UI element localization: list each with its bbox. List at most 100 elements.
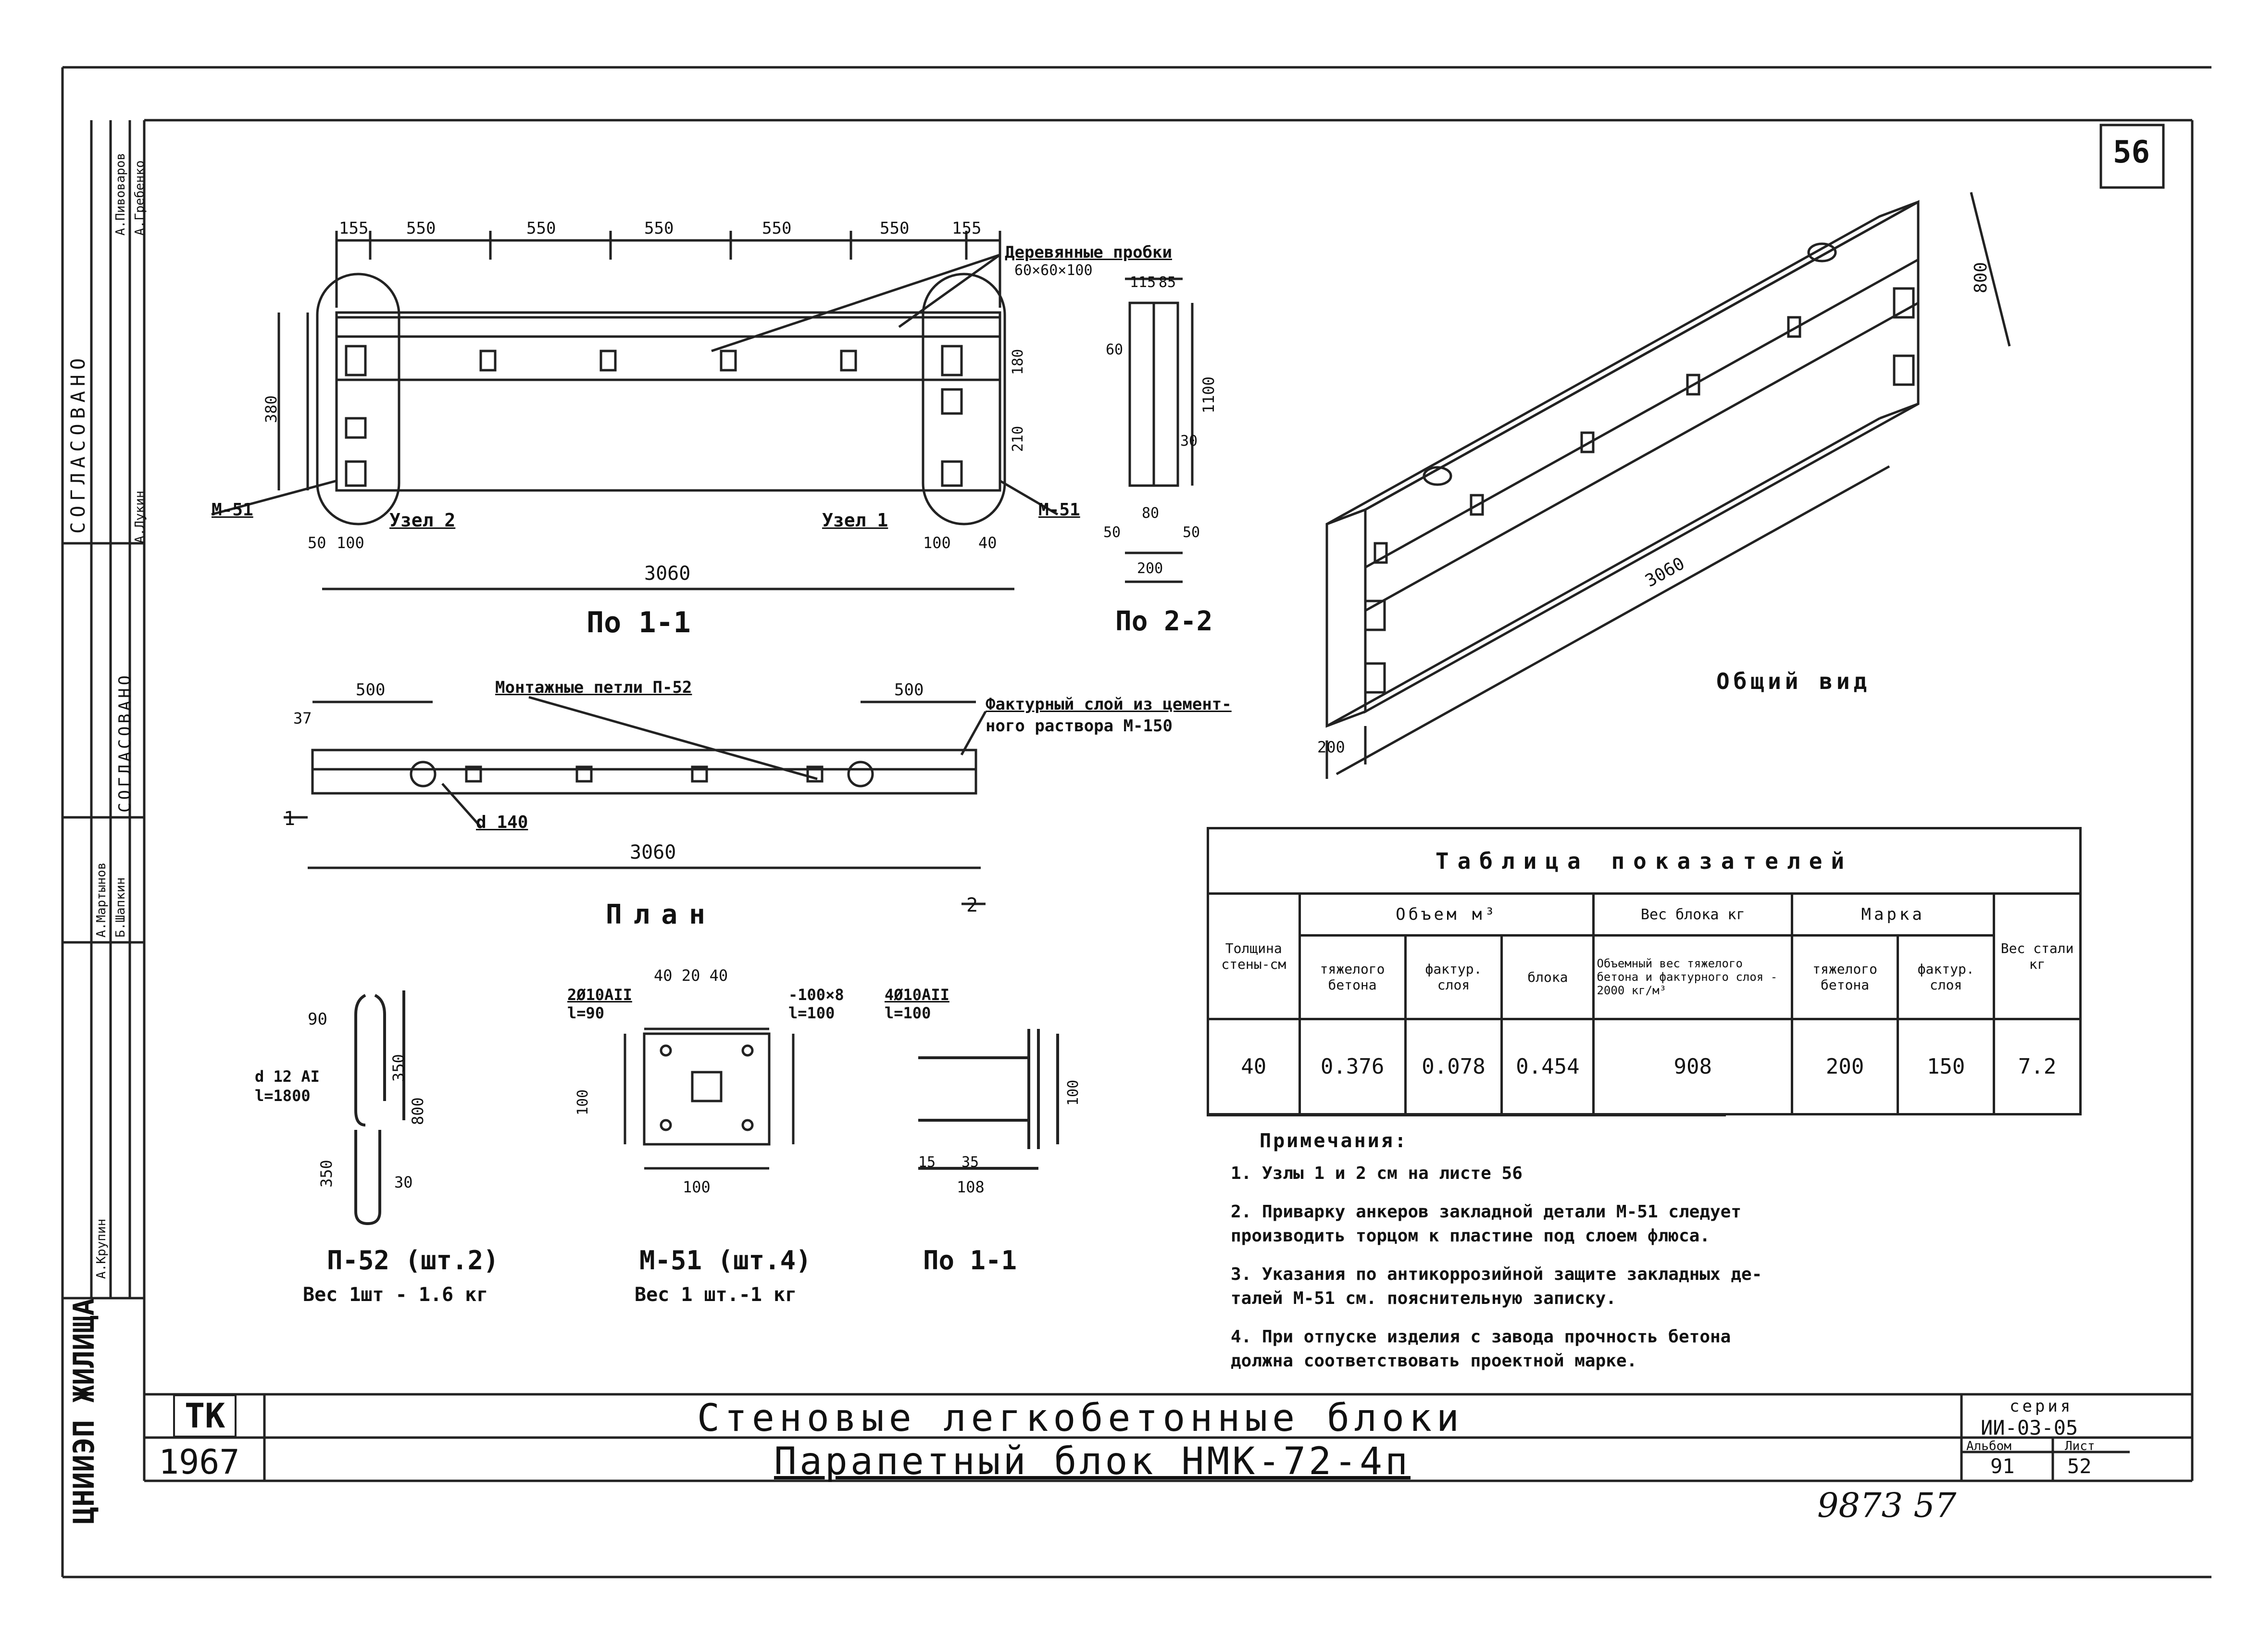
td-weight: 908 [1592,1017,1794,1116]
caption-plan: План [606,899,717,930]
plan-mark-2: 2 [966,894,978,916]
dim-50-left: 50 [308,534,326,552]
p52-weight: Вес 1шт - 1.6 кг [303,1284,488,1306]
tb-album-label: Альбом [1966,1439,2011,1453]
bottom-stamp: 9873 57 [1817,1486,1957,1525]
m51-weight: Вес 1 шт.-1 кг [635,1284,797,1306]
plan-diameter: d 140 [476,813,528,832]
m51-right-label: М-51 [1038,500,1080,520]
node-2-label: Узел 2 [389,510,456,531]
right-dim-210: 210 [1010,426,1026,452]
td-mark-facing: 150 [1897,1017,1996,1116]
m51-left-label: М-51 [212,500,253,520]
s11b-rebar-l: l=100 [885,1004,931,1022]
td-vol-facing: 0.078 [1404,1017,1503,1116]
td-thickness: 40 [1207,1017,1301,1116]
td-mark-heavy: 200 [1791,1017,1899,1116]
m51-side-100: 100 [574,1089,591,1115]
callout-wood-plugs-size: 60×60×100 [1014,262,1093,279]
m51-top-dims: 40 20 40 [654,966,728,985]
th-mark: Марка [1791,892,1996,937]
p52-dim-800: 800 [409,1097,427,1125]
th-volume: Объем м³ [1298,892,1595,937]
tb-sheet-value: 52 [2067,1454,2092,1478]
note-2b: производить торцом к пластине под слоем … [1231,1226,1710,1246]
note-3a: 3. Указания по антикоррозийной защите за… [1231,1264,1762,1284]
th-mark-heavy: тяжелого бетона [1791,934,1899,1020]
s11b-dim-108: 108 [957,1178,985,1196]
td-steel: 7.2 [1993,1017,2082,1116]
dim-550-1: 550 [406,219,436,238]
td-vol-heavy: 0.376 [1298,1017,1407,1116]
p52-dim-350b: 350 [317,1160,336,1188]
caption-section-1-1: По 1-1 [587,606,691,639]
s11b-dim-35: 35 [961,1154,979,1171]
node-1-label: Узел 1 [822,510,888,531]
caption-m51: М-51 (шт.4) [639,1245,812,1276]
s11b-dim-15: 15 [918,1154,936,1171]
elevation-1-1 [211,231,1059,590]
dim-550-4: 550 [762,219,792,238]
s22-dim-30: 30 [1180,433,1198,450]
s22-dim-200: 200 [1137,560,1163,577]
s11b-rebar: 4Ø10AII [885,986,949,1004]
overall-3060-top: 3060 [644,563,691,585]
note-4b: должна соответствовать проектной марке. [1231,1351,1637,1371]
p52-rebar-l: l=1800 [255,1087,311,1105]
side-name-1: А.Мартынов [94,862,109,938]
plan-view [284,696,987,905]
notes-title: Примечания: [1260,1130,1408,1152]
plan-dim-500-left: 500 [356,680,386,700]
th-weight-sub: Объемный вес тяжелого бетона и фактурног… [1592,934,1794,1020]
side-name-2: Б.Шапкин [113,877,128,938]
td-vol-block: 0.454 [1500,1017,1595,1116]
m51-plate-drawing [624,1027,795,1170]
plan-dim-500-right: 500 [894,680,924,700]
note-1: 1. Узлы 1 и 2 см на листе 56 [1231,1164,1523,1183]
sheet-number: 56 [2113,135,2150,170]
note-2a: 2. Приварку анкеров закладной детали М-5… [1231,1202,1742,1222]
gv-width: 200 [1317,738,1345,756]
th-facing: фактур. слоя [1404,934,1503,1020]
caption-s11b: По 1-1 [923,1245,1017,1276]
tb-code: ТК [173,1394,237,1438]
plan-overall-3060: 3060 [630,841,676,864]
m51-plate: -100×8 [788,986,844,1004]
m51-rebar: 2Ø10AII [567,986,632,1004]
s22-dim-85: 85 [1159,274,1176,291]
caption-section-2-2: По 2-2 [1115,606,1213,637]
th-steel: Вес стали кг [1993,892,2082,1020]
s22-dim-60: 60 [1106,341,1124,358]
th-block: блока [1500,934,1595,1020]
p52-dim-350a: 350 [389,1054,408,1082]
plan-mark-1: 1 [284,808,296,830]
dim-155-left: 155 [339,219,369,238]
side-name-5: А.Гребенко [133,160,147,236]
side-name-4: А.Пивоваров [113,152,128,236]
s22-dim-50a: 50 [1103,524,1121,541]
plan-facing-callout: Фактурный слой из цемент- [986,695,1232,714]
note-3b: талей М-51 см. пояснительную записку. [1231,1289,1616,1308]
tb-sheet-label: Лист [2065,1439,2095,1453]
p52-rebar: d 12 AI [255,1067,320,1086]
note-4a: 4. При отпуске изделия с завода прочност… [1231,1327,1731,1347]
s22-dim-50b: 50 [1183,524,1200,541]
tb-subtitle: Парапетный блок НМК-72-4п [774,1440,1411,1483]
tb-year: 1967 [159,1442,240,1482]
s22-dim-80: 80 [1142,505,1160,522]
tb-main-title: Стеновые легкобетонные блоки [697,1397,1464,1440]
th-weight: Вес блока кг [1592,892,1794,937]
side-approved: СОГЛАСОВАНО [67,353,89,534]
p52-dim-90: 90 [308,1010,327,1029]
table-title: Таблица показателей [1207,826,2082,895]
side-agreed: СОГЛАСОВАНО [115,672,135,813]
section-2-2 [1125,277,1194,583]
m51-plate-l: l=100 [788,1004,835,1022]
s11b-dim-100: 100 [1065,1079,1082,1106]
side-org: ЦНИИЭП ЖИЛИЩА [67,1298,101,1524]
dim-550-3: 550 [644,219,674,238]
side-name-3: А.Лукин [133,490,147,543]
left-dim-380: 380 [262,395,280,423]
m51-rebar-l: l=90 [567,1004,605,1022]
tb-series-label: серия [2010,1397,2073,1416]
